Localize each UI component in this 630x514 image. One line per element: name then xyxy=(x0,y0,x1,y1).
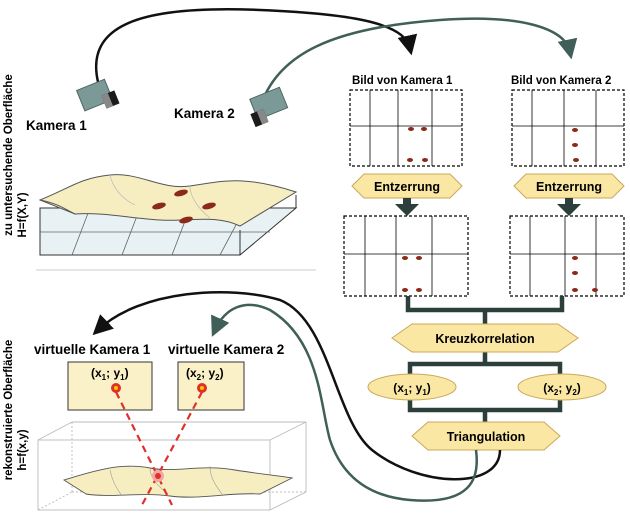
image1-raw-frame xyxy=(349,89,463,167)
rectify1-step: Entzerrung xyxy=(351,173,463,199)
camera1-label: Kamera 1 xyxy=(26,118,87,133)
virtual-camera2-label: virtuelle Kamera 2 xyxy=(168,342,284,357)
cross-correlation-label: Kreuzkorrelation xyxy=(435,332,534,346)
rectify2-label: Entzerrung xyxy=(536,180,602,194)
coord-ellipse-2: (x2; y2) xyxy=(517,373,607,401)
rectify2-step: Entzerrung xyxy=(513,173,625,199)
arrow-triangulation-to-virtual2 xyxy=(211,303,478,502)
cross-correlation-step: Kreuzkorrelation xyxy=(391,323,579,353)
arrow-triangulation-to-virtual1 xyxy=(92,290,502,481)
reconstruction-sight-lines xyxy=(115,391,203,506)
rectify1-label: Entzerrung xyxy=(374,180,440,194)
surface-top-label-line1: zu untersuchende Oberfläche xyxy=(3,74,15,236)
camera-1 xyxy=(75,78,120,112)
pipe-connectors xyxy=(405,296,565,422)
rectify1-down-arrow xyxy=(395,198,419,216)
reconstructed-point xyxy=(152,470,164,482)
virtual1-coord-text: (x1; y1) xyxy=(91,366,129,382)
side-label-surface-top: zu untersuchende Oberfläche H=f(X,Y) xyxy=(3,74,29,237)
surface-top-label-line2: H=f(X,Y) xyxy=(17,192,29,237)
coord2-text: (x2; y2) xyxy=(543,381,581,397)
camera2-label: Kamera 2 xyxy=(174,106,235,121)
arrow-camera2-to-image2 xyxy=(260,17,578,103)
virtual-camera2-image: (x2; y2) xyxy=(177,361,245,411)
rectify2-down-arrow xyxy=(557,198,581,216)
surface-3d-original xyxy=(38,174,298,256)
image2-raw-frame xyxy=(511,89,625,167)
image1-title: Bild von Kamera 1 xyxy=(352,75,453,87)
coord-ellipse-1: (x1; y1) xyxy=(367,373,457,401)
surface-bottom-label-line1: rekonstruierte Oberfläche xyxy=(3,340,15,481)
virtual-camera1-image: (x1; y1) xyxy=(67,361,153,411)
surface-bottom-label-line2: h=f(x,y) xyxy=(17,429,29,470)
arrow-camera1-to-image1 xyxy=(95,8,418,83)
virtual2-coord-text: (x2; y2) xyxy=(186,366,224,382)
image2-rectified-frame xyxy=(509,215,625,297)
virtual-camera1-label: virtuelle Kamera 1 xyxy=(34,342,151,357)
surface-3d-reconstructed xyxy=(37,421,307,511)
triangulation-label: Triangulation xyxy=(447,430,525,444)
image1-rectified-frame xyxy=(343,215,469,297)
camera-2 xyxy=(249,86,289,128)
coord1-text: (x1; y1) xyxy=(393,381,431,397)
triangulation-step: Triangulation xyxy=(411,421,561,451)
side-label-surface-bottom: rekonstruierte Oberfläche h=f(x,y) xyxy=(3,340,29,481)
image2-title: Bild von Kamera 2 xyxy=(511,75,611,87)
